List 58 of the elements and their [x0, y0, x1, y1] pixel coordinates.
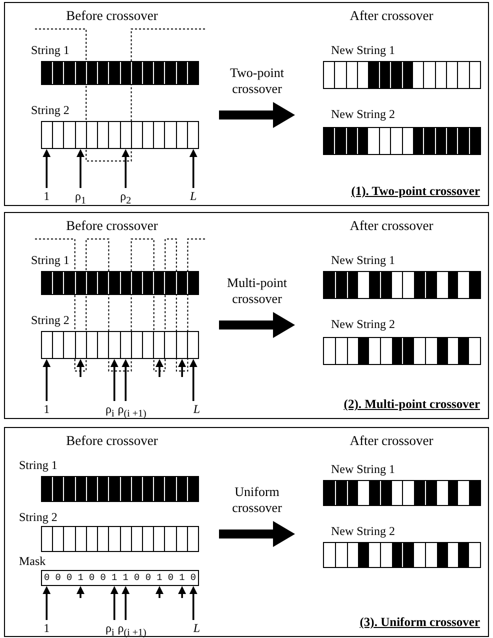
section-heading: Before crossover [65, 8, 159, 24]
position-label: ρ$_{(i +1)}$ [118, 402, 146, 422]
string-label: New String 1 [331, 462, 395, 476]
position-label: ρ$_{i}$ [105, 402, 114, 422]
arrow [189, 359, 198, 401]
string-label: String 1 [31, 43, 70, 57]
string-label: New String 1 [331, 43, 395, 57]
section-heading: After crossover [348, 8, 434, 24]
panel-frame [4, 212, 489, 419]
panel-caption: (3). Uniform crossover [360, 615, 480, 630]
arrow [189, 149, 198, 188]
arrow [178, 586, 186, 598]
section-heading: After crossover [348, 433, 434, 449]
position-label: 1 [44, 402, 50, 416]
arrow [189, 586, 198, 620]
string-label: String 1 [19, 458, 58, 472]
string-label: New String 2 [331, 524, 395, 538]
position-label: L [193, 402, 200, 416]
string-label: New String 1 [331, 253, 395, 267]
arrow [178, 359, 186, 377]
section-heading: After crossover [348, 218, 434, 234]
arrow [219, 521, 295, 547]
arrow [156, 586, 164, 598]
arrow [122, 359, 130, 401]
position-label: 1 [44, 621, 50, 635]
arrow [219, 312, 295, 338]
arrow [76, 359, 84, 377]
string-label: String 2 [31, 103, 70, 117]
section-heading: Before crossover [65, 433, 159, 449]
arrow [42, 359, 51, 401]
arrow [42, 149, 51, 188]
string-label: New String 2 [331, 107, 395, 121]
position-label: L [193, 621, 200, 635]
panel-caption: (2). Multi-point crossover [344, 397, 480, 412]
string-label: String 2 [19, 510, 58, 524]
panel-caption: (1). Two-point crossover [351, 184, 480, 199]
position-label: 1 [44, 189, 50, 203]
arrow [122, 586, 130, 620]
position-label: ρ$_{i}$ [105, 621, 114, 638]
string-label: Mask [19, 554, 46, 568]
panel-frame [4, 427, 489, 637]
section-heading: Before crossover [65, 218, 159, 234]
mask-bits: 0 0 0 1 0 0 1 1 0 0 1 0 1 0 [43, 571, 197, 584]
arrow [76, 586, 84, 598]
panel-frame [4, 2, 489, 206]
arrow [110, 359, 118, 401]
position-label: L [190, 189, 197, 203]
arrow [110, 586, 118, 620]
string-label: New String 2 [331, 317, 395, 331]
position-label: ρ$_{1}$ [75, 189, 86, 208]
string-label: String 1 [31, 253, 70, 267]
string-label: String 2 [31, 313, 70, 327]
position-label: ρ$_{2}$ [120, 189, 132, 208]
arrow [42, 586, 51, 620]
arrow [76, 149, 84, 188]
arrow [122, 149, 130, 188]
arrow [156, 359, 164, 377]
arrow [219, 102, 295, 128]
